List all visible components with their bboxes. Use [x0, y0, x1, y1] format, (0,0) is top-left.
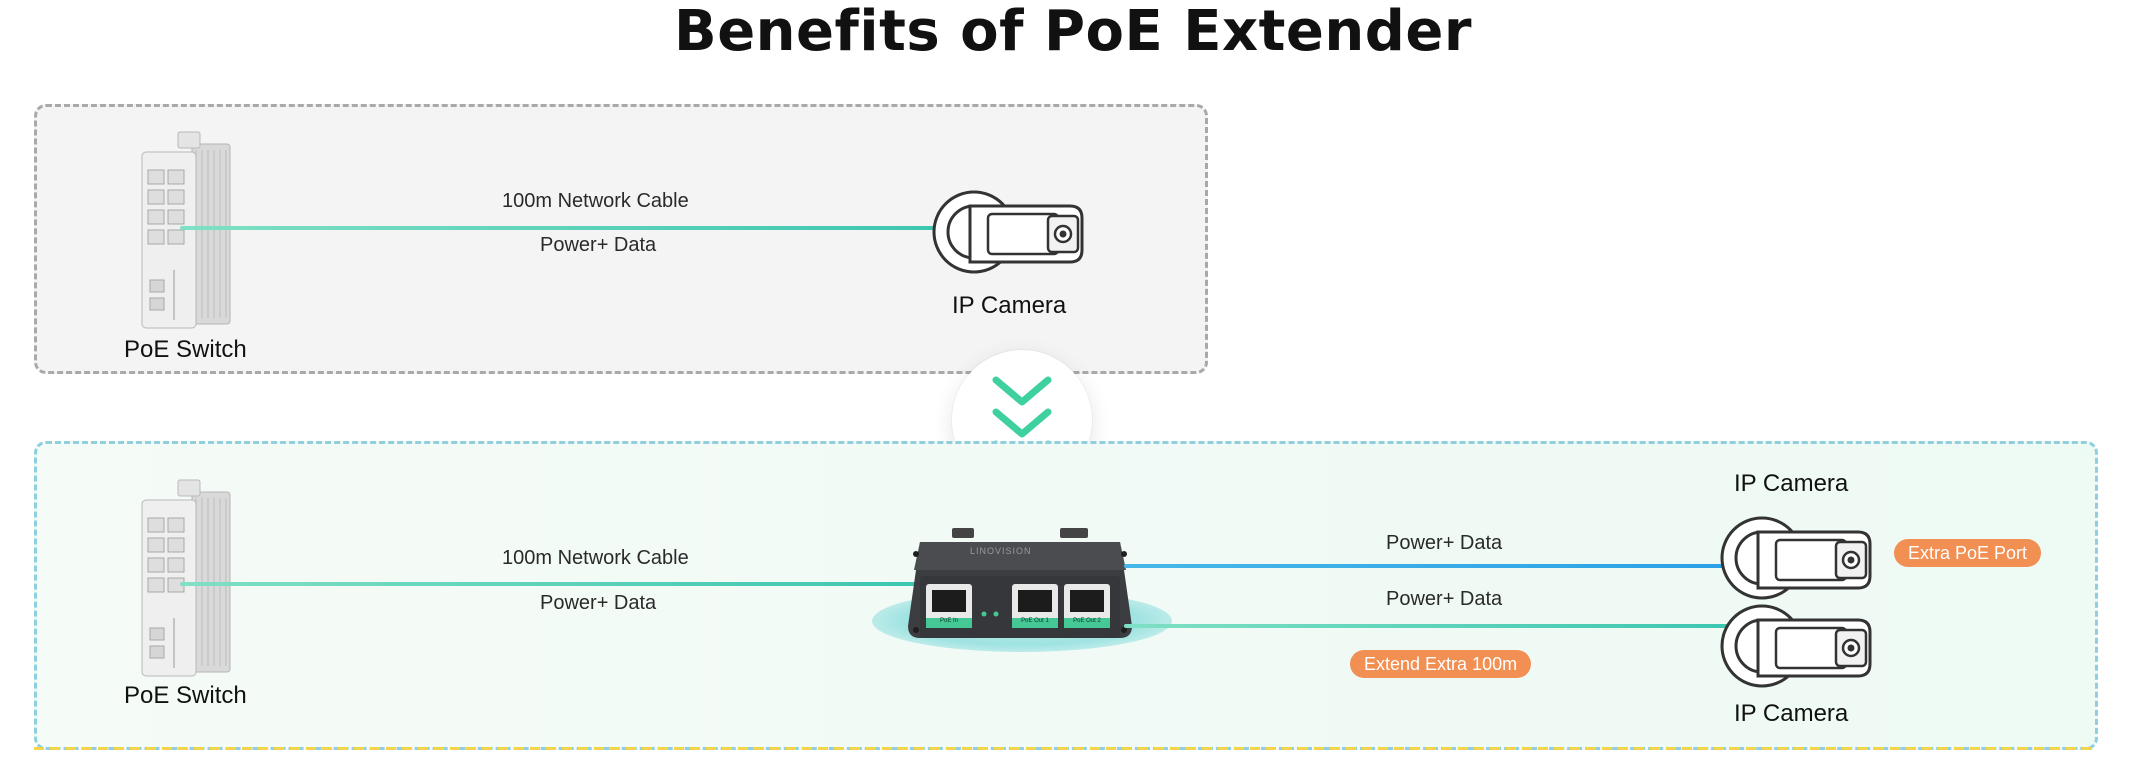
extend-extra-100m-badge: Extend Extra 100m — [1350, 650, 1532, 678]
network-cable-line — [180, 582, 920, 586]
ip-camera-icon — [1720, 516, 1872, 600]
poe-extender-icon — [908, 528, 1132, 638]
upper-ip-camera-label: IP Camera — [1734, 470, 1849, 497]
network-cable-line — [180, 226, 940, 230]
poe-switch-device — [130, 478, 240, 678]
upper-power-data-label: Power+ Data — [1386, 532, 1503, 554]
power-data-label: Power+ Data — [540, 592, 657, 614]
ip-camera-icon — [932, 190, 1084, 274]
poe-switch-device — [130, 130, 240, 330]
lower-output-cable-line — [1124, 624, 1732, 628]
port-label-poe-out-2: PoE Out 2 — [1073, 618, 1101, 624]
ip-camera-device — [930, 186, 1090, 282]
lower-ip-camera-label: IP Camera — [1734, 700, 1849, 727]
poe-switch-label: PoE Switch — [124, 682, 247, 709]
extra-poe-port-badge: Extra PoE Port — [1894, 539, 2042, 567]
page-title: Benefits of PoE Extender — [674, 0, 1472, 64]
port-label-poe-in: PoE In — [939, 618, 958, 624]
ip-camera-icon — [1720, 604, 1872, 688]
ip-camera-label: IP Camera — [952, 292, 1067, 319]
poe-extender-device: LINOVISION PoE In PoE Out 1 PoE Out 2 — [900, 526, 1140, 646]
cable-length-label: 100m Network Cable — [502, 547, 689, 569]
power-data-label: Power+ Data — [540, 234, 657, 256]
upper-ip-camera-device — [1718, 512, 1878, 608]
upper-output-cable-line — [1124, 564, 1732, 568]
lower-power-data-label: Power+ Data — [1386, 588, 1503, 610]
port-label-poe-out-1: PoE Out 1 — [1021, 618, 1049, 624]
lower-ip-camera-device — [1718, 600, 1878, 696]
poe-switch-icon — [141, 131, 231, 329]
poe-switch-label: PoE Switch — [124, 336, 247, 363]
extender-brand-label: LINOVISION — [970, 546, 1032, 556]
poe-switch-icon — [141, 479, 231, 677]
cable-length-label: 100m Network Cable — [502, 190, 689, 212]
